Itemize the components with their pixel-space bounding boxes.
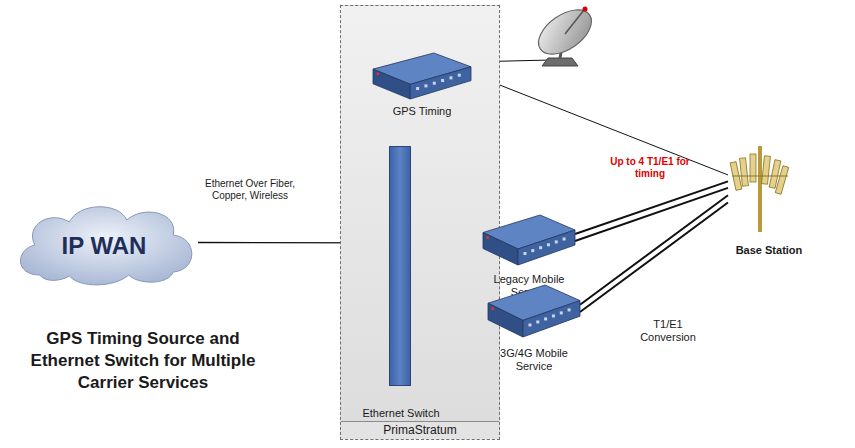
device-port [552,314,555,317]
enclosure-title: PrimaStratum [341,421,499,439]
dish-feed [583,7,588,12]
dish-reflector [531,1,600,63]
line-note: T1/E1 Conversion [626,318,710,344]
tower-mast [758,146,762,232]
device-box: GPS Timing [373,53,471,99]
device-face [410,67,471,99]
device-face [483,233,518,266]
device-port [433,82,436,85]
device-led [486,236,489,239]
device-face [523,301,580,337]
diagram-title: GPS Timing Source and Ethernet Switch fo… [12,328,274,394]
device-box: Legacy Mobile Service [483,215,575,265]
connector-label: Ethernet Over Fiber, Copper, Wireless [200,178,300,202]
dish-feed-arm [565,10,584,34]
antenna-panel [762,156,771,184]
cloud-node: IP WAN [10,200,198,285]
device-port [544,317,547,320]
antenna-bracket [732,175,788,176]
device-port [547,243,550,246]
device-icon [483,215,575,265]
device-port [531,249,534,252]
connector [575,188,728,241]
device-port [555,240,558,243]
node-label: Ethernet Switch [351,407,451,420]
connector [575,181,728,234]
device-port [523,252,526,255]
cloud-outline [20,207,191,285]
device-port [539,246,542,249]
device-face [373,69,410,99]
cloud-label: IP WAN [62,232,147,260]
device-port [441,79,444,82]
node-label: 3G/4G Mobile Service [484,347,584,373]
dish-base [542,58,578,66]
device-port [560,311,563,314]
device-port [568,308,571,311]
antenna-panel [740,158,749,186]
antenna-panel [750,154,756,182]
device-port [563,238,566,241]
connector [580,195,728,305]
tower-icon [728,140,790,232]
antenna-panel [775,166,788,195]
device-port [528,323,531,326]
node-label: GPS Timing [372,105,472,118]
device-icon [373,53,471,99]
device-port [424,84,427,87]
connector [580,203,728,312]
node-label: Base Station [719,244,819,257]
product-enclosure: PrimaStratum GPS TimingEthernet Switch [340,5,500,440]
device-port [449,76,452,79]
device-port [536,320,539,323]
device-port [416,87,419,90]
device-led [491,307,494,310]
device-icon [488,285,580,337]
connector-label: Up to 4 T1/E1 for timing [598,156,702,180]
device-face [488,303,523,337]
device-led [376,72,379,75]
base-station-tower: Base Station [728,140,790,232]
device-face [518,230,575,265]
switch-bar: Ethernet Switch [389,146,411,386]
device-port [458,74,461,77]
device-box: 3G/4G Mobile Service [488,285,580,337]
